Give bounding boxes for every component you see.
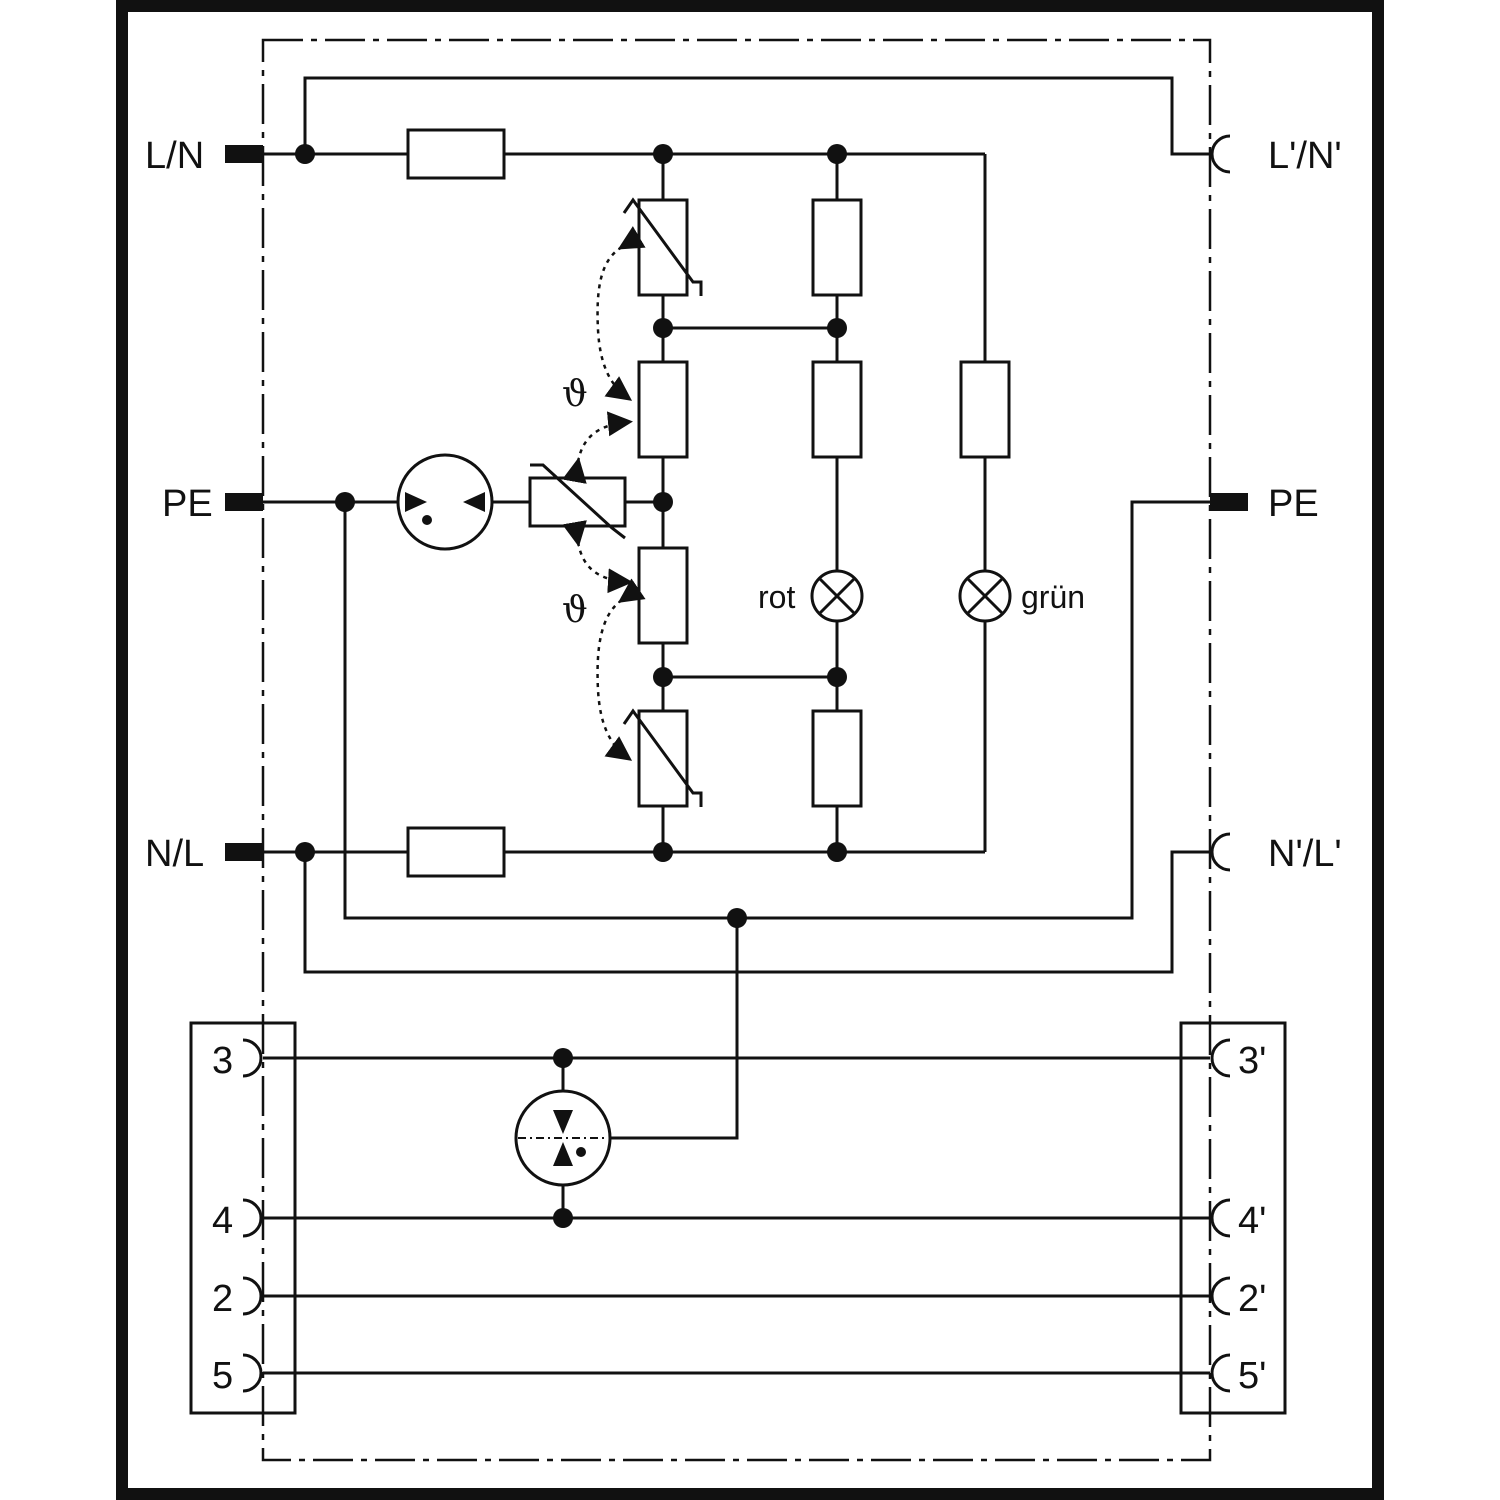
thermal-fuse-bottom: [637, 546, 689, 645]
label-signal-2: 2: [212, 1278, 233, 1320]
varistor-top: [622, 197, 703, 297]
power-wiring: [263, 76, 1210, 1140]
fuse-top: [406, 128, 506, 180]
label-signal-3-out: 3': [1238, 1040, 1266, 1082]
label-nl-out: N'/L': [1268, 833, 1342, 875]
terminal-nl: [225, 843, 263, 861]
lamp-green: [958, 569, 1012, 623]
gas-discharge-tube-pe: [396, 453, 494, 551]
resistor-col2-mid: [811, 360, 863, 459]
signal-sockets-left: [242, 1038, 263, 1393]
label-ln-out: L'/N': [1268, 135, 1342, 177]
label-signal-5: 5: [212, 1355, 233, 1397]
terminal-pe-left: [225, 493, 263, 511]
label-signal-4: 4: [212, 1200, 233, 1242]
label-pe-right: PE: [1268, 483, 1319, 525]
label-signal-5-out: 5': [1238, 1355, 1266, 1397]
junction-dot-signal-3: [553, 1048, 573, 1068]
label-signal-3: 3: [212, 1040, 233, 1082]
fuse-bottom: [406, 826, 506, 878]
label-lamp-green: grün: [1021, 579, 1085, 615]
label-signal-4-out: 4': [1238, 1200, 1266, 1242]
thermal-fuse-top: [637, 360, 689, 459]
resistor-col2-bottom: [811, 709, 863, 808]
resistor-col3: [959, 360, 1011, 459]
resistor-col2-top: [811, 198, 863, 297]
label-signal-2-out: 2': [1238, 1278, 1266, 1320]
device-enclosure: [261, 38, 1212, 1462]
label-nl: N/L: [145, 833, 204, 875]
label-pe-left: PE: [162, 483, 213, 525]
terminal-ln: [225, 145, 263, 163]
socket-nl-out: [1210, 832, 1231, 872]
junction-dot-signal-4: [553, 1208, 573, 1228]
varistor-bottom: [622, 708, 703, 808]
thermal-coupling-arrows: [562, 226, 646, 761]
thermal-symbol-bottom: ϑ: [562, 590, 588, 631]
signal-sockets-right: [1210, 1038, 1231, 1393]
label-lamp-red: rot: [758, 579, 795, 615]
lamp-red: [810, 569, 864, 623]
thermal-symbol-top: ϑ: [562, 374, 588, 415]
terminal-pe-right: [1210, 493, 1248, 511]
outer-frame: [116, 0, 1384, 1500]
gas-discharge-tube-signal: [514, 1089, 612, 1187]
junction-dots-power: [295, 144, 847, 928]
socket-ln-out: [1210, 134, 1231, 174]
varistor-pe: [528, 463, 627, 540]
label-ln: L/N: [145, 135, 204, 177]
signal-wiring: [263, 1056, 1210, 1375]
